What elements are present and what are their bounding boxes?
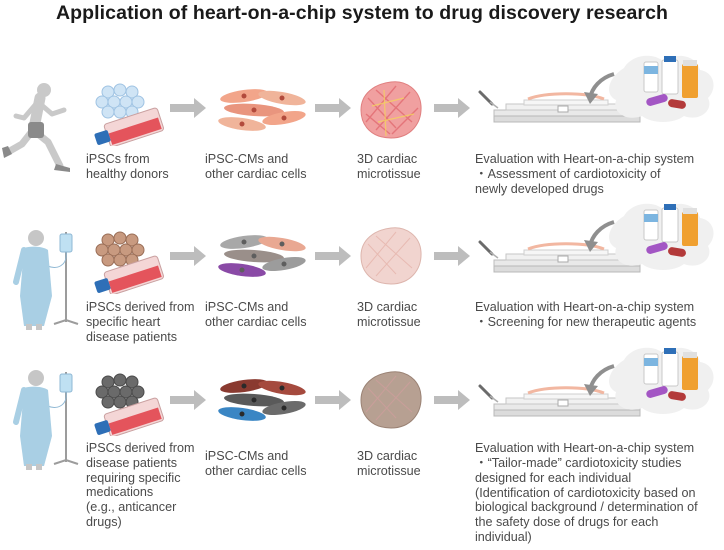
row1-source-label: iPSCs from healthy donors xyxy=(86,152,169,181)
runner-icon xyxy=(2,83,70,172)
flow-arrow-icon xyxy=(170,390,206,410)
row1-cells-label: iPSC-CMs and other cardiac cells xyxy=(205,152,307,181)
microtissue-icon xyxy=(360,81,422,139)
row2-cells-label: iPSC-CMs and other cardiac cells xyxy=(205,300,307,329)
cardiac-cells-icon xyxy=(218,235,306,277)
cardiac-cells-icon xyxy=(218,379,306,421)
row2-tissue-label: 3D cardiac microtissue xyxy=(357,300,421,329)
flow-arrow-icon xyxy=(170,246,206,266)
row1-tissue-label: 3D cardiac microtissue xyxy=(357,152,421,181)
patient-iv-icon xyxy=(13,230,79,330)
ipsc-flask-icon xyxy=(94,373,164,436)
row3-eval-detail: ・“Tailor-made” cardiotoxicity studies de… xyxy=(475,456,698,544)
flow-arrow-icon xyxy=(315,98,351,118)
drug-cloud-icon xyxy=(584,55,714,122)
drug-cloud-icon xyxy=(584,347,714,414)
drug-cloud-icon xyxy=(584,203,714,270)
diagram-title: Application of heart-on-a-chip system to… xyxy=(55,2,669,24)
heart-on-chip-icon xyxy=(478,240,641,273)
flow-arrow-icon xyxy=(315,246,351,266)
flow-arrow-icon xyxy=(434,390,470,410)
flow-arrow-icon xyxy=(315,390,351,410)
row3-eval-title: Evaluation with Heart-on-a-chip system xyxy=(475,441,695,455)
row2-eval-title: Evaluation with Heart-on-a-chip system xyxy=(475,300,695,314)
row3-cells-label: iPSC-CMs and other cardiac cells xyxy=(205,449,307,478)
microtissue-icon xyxy=(360,371,422,429)
row3-source-label: iPSCs derived from disease patients requ… xyxy=(86,441,195,529)
row3-tissue-label: 3D cardiac microtissue xyxy=(357,449,421,478)
flow-arrow-icon xyxy=(170,98,206,118)
ipsc-flask-icon xyxy=(94,83,164,146)
row2-source-label: iPSCs derived from specific heart diseas… xyxy=(86,300,195,344)
flow-arrow-icon xyxy=(434,246,470,266)
microtissue-icon xyxy=(360,227,422,285)
row2-eval-detail: ・Screening for new therapeutic agents xyxy=(475,315,697,329)
patient-iv-icon xyxy=(13,370,79,470)
row1-eval-title: Evaluation with Heart-on-a-chip system xyxy=(475,152,695,166)
flow-arrow-icon xyxy=(434,98,470,118)
cardiac-cells-icon xyxy=(218,89,306,131)
ipsc-flask-icon xyxy=(94,231,164,294)
row1-eval-detail: ・Assessment of cardiotoxicity of newly d… xyxy=(475,167,661,196)
